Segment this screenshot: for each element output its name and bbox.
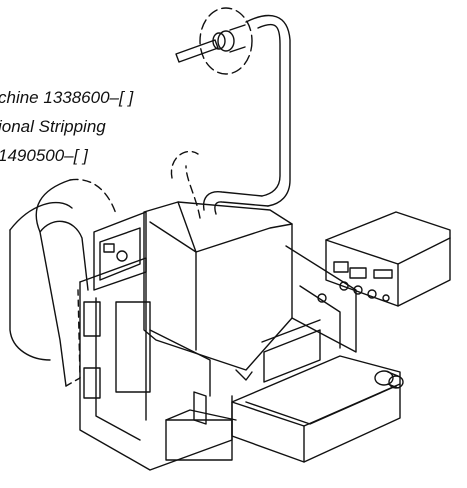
- open-cover-outline: [9, 178, 117, 387]
- caption-line-3: 1490500–[ ]: [0, 146, 89, 165]
- machine-body: [79, 201, 357, 471]
- wire-guide-tube: [170, 14, 291, 219]
- spool-reel-icon: [175, 7, 253, 75]
- bracket-detail: [193, 391, 207, 425]
- control-box-icon: [317, 211, 451, 307]
- knob-icon: [374, 370, 404, 389]
- caption-line-2: ional Stripping: [0, 117, 106, 136]
- caption: chine 1338600–[ ] ional Stripping 149050…: [0, 88, 134, 165]
- caption-line-1: chine 1338600–[ ]: [0, 88, 134, 107]
- collection-tank: [165, 355, 401, 463]
